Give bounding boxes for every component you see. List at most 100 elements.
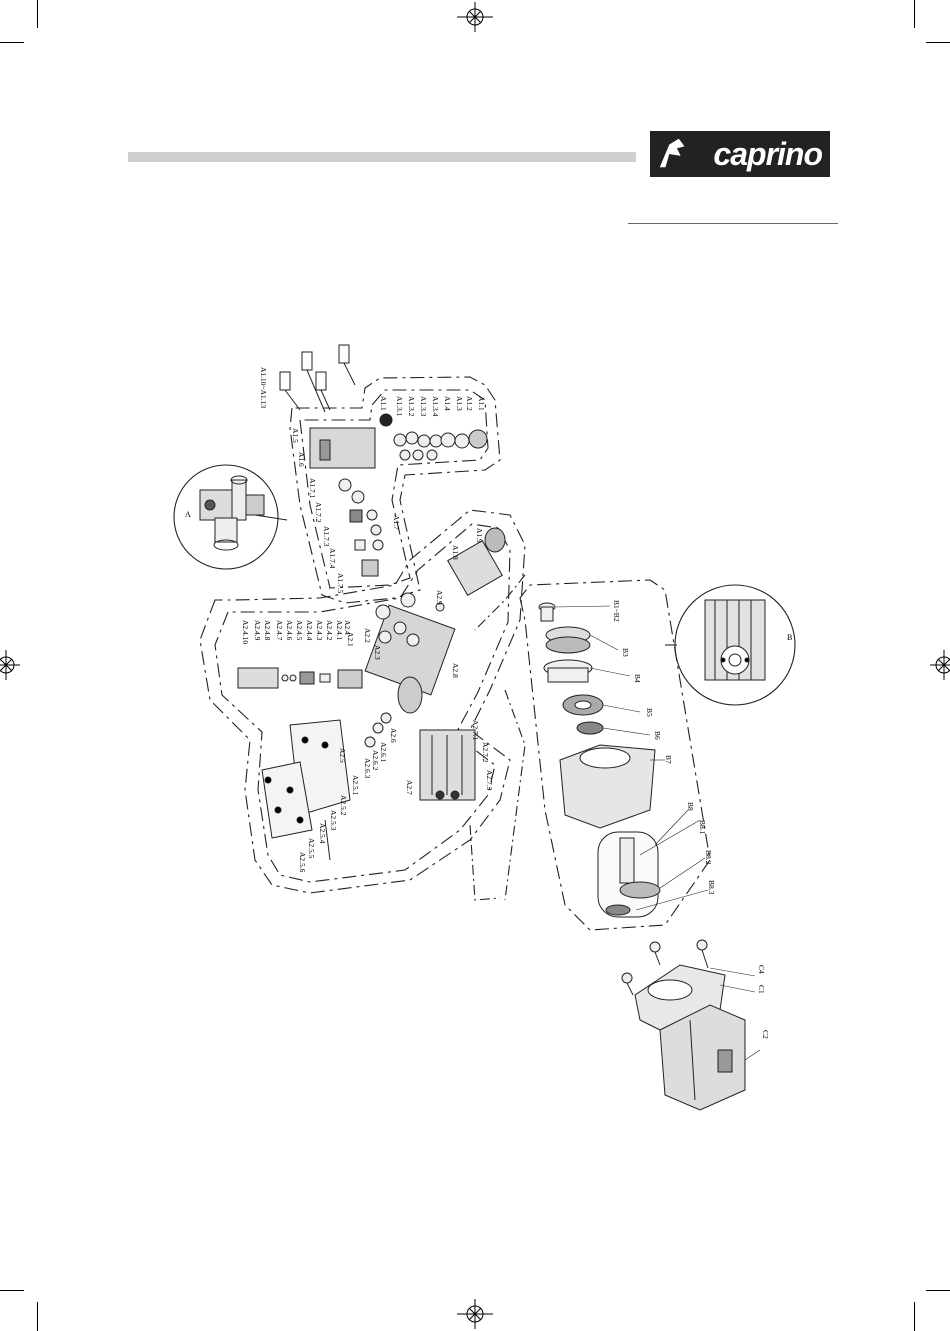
- part-label: A1.7: [392, 515, 401, 530]
- part-label: A2.5.3: [329, 810, 338, 831]
- part-label-b8: B8: [686, 802, 695, 811]
- part-label-c2: C2: [761, 1030, 770, 1039]
- group-outline-a2-inner: [214, 523, 511, 883]
- part-label: A2.8: [451, 663, 460, 678]
- part-label-b81: B8.1: [698, 820, 707, 835]
- detail-label-a: A: [185, 510, 191, 519]
- registration-target-icon: [457, 1299, 493, 1329]
- part-label: A2.4.7: [275, 620, 284, 641]
- part-label: A2.4.9: [253, 620, 262, 641]
- part-label: A2.9: [435, 590, 444, 605]
- part-label: A1.9: [475, 528, 484, 543]
- leader-line: [474, 574, 526, 631]
- part-label: A2.7.2: [481, 742, 490, 763]
- part-label: A2.5.5: [307, 838, 316, 859]
- label-pipes: A1.10~A1.13: [259, 367, 268, 409]
- part-label: A1.7.2: [314, 502, 323, 523]
- part-label: A1.1: [379, 396, 388, 411]
- part-label: A2.7.1: [471, 720, 480, 741]
- crop-mark: [926, 42, 950, 43]
- part-label: A2.4.10: [241, 620, 250, 645]
- part-label-b7: B7: [664, 755, 673, 764]
- leader-line: [254, 514, 288, 521]
- crop-mark: [914, 1302, 915, 1331]
- part-label: A2.4.3: [315, 620, 324, 641]
- horse-head-icon: [659, 138, 685, 168]
- part-label: A1.3.4: [431, 396, 440, 417]
- part-label: A2.4.5: [295, 620, 304, 641]
- part-label: A1.4: [443, 396, 452, 411]
- part-label-c4: C4: [757, 965, 766, 974]
- leader-line: [504, 689, 526, 901]
- group-outline-b: [519, 579, 711, 931]
- part-label: A1.5: [291, 428, 300, 443]
- valve-block-parts: [309, 413, 488, 577]
- part-label: A2.6.3: [363, 758, 372, 779]
- detail-circle-b: [674, 584, 796, 706]
- part-label: A2.4.6: [285, 620, 294, 641]
- part-label: A2.7.3: [485, 770, 494, 791]
- part-label: A2.6: [389, 728, 398, 743]
- part-label: A1.2: [465, 396, 474, 411]
- part-label-b1: B1~B2: [612, 600, 621, 622]
- part-label: A2.4.8: [263, 620, 272, 641]
- part-label: A2.4: [343, 620, 352, 635]
- leader-line: [469, 824, 501, 901]
- bracket-parts: [261, 719, 351, 861]
- part-label: A2.5: [338, 748, 347, 763]
- detail-circle-a: [173, 464, 279, 570]
- group-outline-a2: [199, 509, 526, 894]
- part-label: A1.7.4: [328, 548, 337, 569]
- part-label: A2.5.2: [339, 795, 348, 816]
- pump-body-parts: [237, 527, 506, 801]
- part-label: A1.7.5: [336, 573, 345, 594]
- part-label: A2.4.4: [305, 620, 314, 641]
- part-label: A2.2: [363, 628, 372, 643]
- part-label-b83: B8.3: [707, 880, 716, 895]
- crop-mark: [37, 1302, 38, 1331]
- part-label-b3: B3: [621, 648, 630, 657]
- detail-label-b: B: [787, 633, 793, 642]
- crop-mark: [0, 42, 24, 43]
- motor-parts: [621, 939, 746, 1111]
- part-label: A1.3.1: [395, 396, 404, 417]
- part-label: A1.8: [451, 545, 460, 560]
- registration-target-icon: [930, 650, 950, 680]
- part-label: A2.6.1: [379, 742, 388, 763]
- crop-mark: [926, 1290, 950, 1291]
- part-label: A1.3.3: [419, 396, 428, 417]
- part-label: A2.7: [405, 780, 414, 795]
- part-label: A2.4.1: [335, 620, 344, 641]
- part-label-b6: B6: [653, 731, 662, 740]
- crop-mark: [914, 0, 915, 28]
- registration-target-icon: [457, 2, 493, 32]
- part-label: A1.7.1: [308, 478, 317, 499]
- part-label-b82: B8.2: [704, 850, 713, 865]
- part-label: A2.5.1: [351, 775, 360, 796]
- logo-text: caprino: [713, 135, 823, 172]
- pipe-parts: [279, 344, 356, 413]
- part-label: A1.3: [455, 396, 464, 411]
- part-label: A1.7.3: [322, 526, 331, 547]
- part-label: A1.1: [477, 396, 486, 411]
- part-label: A2.3: [373, 645, 382, 660]
- brand-logo: caprino: [650, 131, 830, 177]
- section-rule: [628, 223, 838, 224]
- crop-mark: [37, 0, 38, 28]
- header-bar: [128, 152, 636, 162]
- crop-mark: [0, 1290, 24, 1291]
- part-label: A1.6: [297, 452, 306, 467]
- part-label-b5: B5: [645, 708, 654, 717]
- motor-housing-detail: [704, 599, 766, 681]
- part-label: A2.6.2: [371, 750, 380, 771]
- registration-target-icon: [0, 650, 20, 680]
- part-label-c1: C1: [757, 985, 766, 994]
- pump-head-detail: [199, 475, 265, 551]
- part-label-b4: B4: [633, 674, 642, 683]
- part-label: A2.4.2: [325, 620, 334, 641]
- part-label: A2.5.4: [318, 823, 327, 844]
- part-label: A1.3.2: [407, 396, 416, 417]
- part-label: A2.5.6: [298, 852, 307, 873]
